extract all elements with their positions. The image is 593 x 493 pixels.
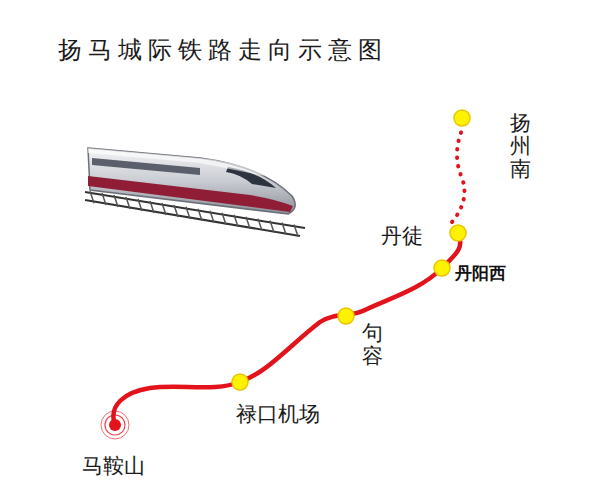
rail-tie xyxy=(294,225,298,237)
train-picture xyxy=(88,148,295,214)
rail-tie xyxy=(246,217,250,229)
terminus-marker xyxy=(101,411,129,439)
station-label: 句容 xyxy=(362,322,383,368)
rail-tie xyxy=(102,193,106,205)
station-label: 禄口机场 xyxy=(236,400,320,428)
rail-tie xyxy=(150,201,154,213)
station-label: 扬州南 xyxy=(510,112,531,181)
railway-route xyxy=(113,233,460,425)
rail-tie xyxy=(90,191,94,203)
map-title: 扬马城际铁路走向示意图 xyxy=(58,34,388,66)
station-label: 丹徒 xyxy=(381,222,423,250)
rail-tie xyxy=(138,199,142,211)
rail-tie xyxy=(174,205,178,217)
rail-tie xyxy=(234,215,238,227)
rail-tie xyxy=(198,209,202,221)
rail-tie xyxy=(186,207,190,219)
rail-tie xyxy=(282,223,286,235)
rail-tie xyxy=(126,197,130,209)
station-label: 丹阳西 xyxy=(455,262,506,285)
station-dot xyxy=(232,110,470,390)
rail-tie xyxy=(270,221,274,233)
rail-tie xyxy=(258,219,262,231)
rail-tie xyxy=(210,211,214,223)
station-label: 马鞍山 xyxy=(82,452,145,480)
rail-tie xyxy=(114,195,118,207)
rail-tie xyxy=(222,213,226,225)
planned-route xyxy=(452,130,464,222)
rail-tie xyxy=(162,203,166,215)
